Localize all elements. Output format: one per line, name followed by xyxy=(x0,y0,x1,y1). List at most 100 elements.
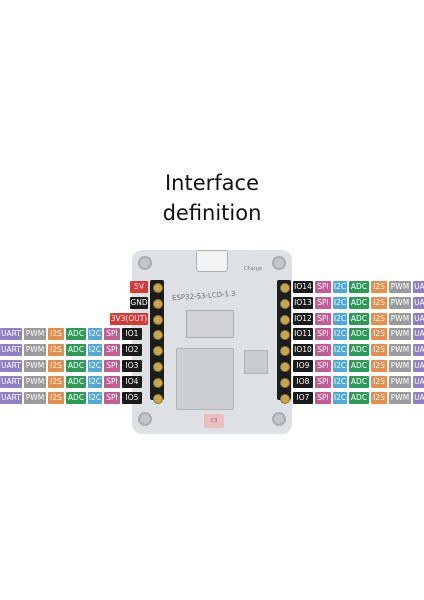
func-tag-spi: SPI xyxy=(315,312,331,325)
func-tag-i2c: I2C xyxy=(333,375,347,388)
func-tag-uart: UART xyxy=(413,312,424,325)
func-tag-uart: UART xyxy=(0,328,22,341)
left-pin-header xyxy=(150,280,164,404)
func-tag-pwm: PWM xyxy=(389,375,411,388)
func-tag-i2c: I2C xyxy=(333,312,347,325)
func-tag-adc: ADC xyxy=(66,344,86,357)
right-pin-row: IO11SPII2CADCI2SPWMUART xyxy=(293,328,424,341)
right-pin-row: IO10SPII2CADCI2SPWMUART xyxy=(293,344,424,357)
func-tag-spi: SPI xyxy=(315,328,331,341)
right-pin-row: IO7SPII2CADCI2SPWMUART xyxy=(293,391,424,404)
func-tag-spi: SPI xyxy=(315,344,331,357)
func-tag-spi: SPI xyxy=(104,375,120,388)
func-tag-adc: ADC xyxy=(349,328,369,341)
right-pin-row: IO14SPII2CADCI2SPWMUART xyxy=(293,281,424,293)
func-tag-i2c: I2C xyxy=(88,391,102,404)
func-tag-uart: UART xyxy=(0,344,22,357)
func-tag-i2s: I2S xyxy=(371,344,387,357)
pin-name-label: IO5 xyxy=(122,391,142,404)
func-tag-i2s: I2S xyxy=(48,360,64,372)
power-pin-label: 5V xyxy=(130,281,148,293)
usb-port-icon xyxy=(196,250,228,272)
func-tag-i2c: I2C xyxy=(333,281,347,293)
pin-name-label: IO2 xyxy=(122,344,142,357)
power-pin-row: GND xyxy=(130,296,148,309)
func-tag-spi: SPI xyxy=(104,391,120,404)
func-tag-spi: SPI xyxy=(104,328,120,341)
func-tag-pwm: PWM xyxy=(389,296,411,309)
header-pin-icon xyxy=(153,283,163,293)
func-tag-uart: UART xyxy=(413,360,424,372)
func-tag-spi: SPI xyxy=(315,296,331,309)
header-pin-icon xyxy=(280,298,290,309)
func-tag-pwm: PWM xyxy=(389,391,411,404)
power-pin-label: 3V3(OUT) xyxy=(110,312,148,325)
header-pin-icon xyxy=(153,298,163,309)
header-pin-icon xyxy=(280,314,290,325)
func-tag-adc: ADC xyxy=(66,328,86,341)
mount-hole-icon xyxy=(272,412,286,426)
func-tag-pwm: PWM xyxy=(389,360,411,372)
func-tag-pwm: PWM xyxy=(389,312,411,325)
func-tag-spi: SPI xyxy=(315,281,331,293)
cap-label: C3 xyxy=(210,418,218,424)
func-tag-uart: UART xyxy=(0,360,22,372)
pin-name-label: IO12 xyxy=(293,312,313,325)
title-line-2: definition xyxy=(162,201,262,225)
board-model-label: ESP32-S3-LCD-1.3 xyxy=(171,289,236,303)
component-c3: C3 xyxy=(204,414,224,428)
header-pin-icon xyxy=(153,346,163,357)
func-tag-i2s: I2S xyxy=(48,328,64,341)
func-tag-adc: ADC xyxy=(349,344,369,357)
func-tag-pwm: PWM xyxy=(24,328,46,341)
chip-icon xyxy=(244,350,268,374)
func-tag-i2c: I2C xyxy=(88,328,102,341)
header-pin-icon xyxy=(280,346,290,357)
func-tag-i2s: I2S xyxy=(48,375,64,388)
func-tag-i2s: I2S xyxy=(371,391,387,404)
right-pin-row: IO12SPII2CADCI2SPWMUART xyxy=(293,312,424,325)
func-tag-pwm: PWM xyxy=(389,281,411,293)
func-tag-i2s: I2S xyxy=(371,360,387,372)
func-tag-uart: UART xyxy=(413,328,424,341)
power-pin-label: GND xyxy=(130,296,148,309)
func-tag-adc: ADC xyxy=(66,375,86,388)
func-tag-adc: ADC xyxy=(66,360,86,372)
func-tag-uart: UART xyxy=(413,375,424,388)
func-tag-i2c: I2C xyxy=(333,296,347,309)
pin-name-label: IO1 xyxy=(122,328,142,341)
func-tag-spi: SPI xyxy=(315,375,331,388)
header-pin-icon xyxy=(280,283,290,293)
func-tag-adc: ADC xyxy=(349,312,369,325)
header-pin-icon xyxy=(280,330,290,341)
func-tag-i2s: I2S xyxy=(48,344,64,357)
title-line-1: Interface xyxy=(164,171,260,195)
func-tag-i2c: I2C xyxy=(333,344,347,357)
power-pin-row: 5V xyxy=(130,281,148,293)
pin-name-label: IO3 xyxy=(122,360,142,372)
func-tag-i2c: I2C xyxy=(333,391,347,404)
mount-hole-icon xyxy=(272,256,286,270)
func-tag-adc: ADC xyxy=(349,391,369,404)
charge-label: Charge xyxy=(244,266,262,272)
pin-name-label: IO4 xyxy=(122,375,142,388)
func-tag-uart: UART xyxy=(413,281,424,293)
func-tag-spi: SPI xyxy=(315,391,331,404)
sd-slot-icon xyxy=(186,310,234,338)
right-pin-row: IO13SPII2CADCI2SPWMUART xyxy=(293,296,424,309)
func-tag-i2s: I2S xyxy=(48,391,64,404)
func-tag-uart: UART xyxy=(413,391,424,404)
func-tag-pwm: PWM xyxy=(24,344,46,357)
pin-name-label: IO9 xyxy=(293,360,313,372)
func-tag-uart: UART xyxy=(0,375,22,388)
header-pin-icon xyxy=(280,377,290,388)
pin-name-label: IO7 xyxy=(293,391,313,404)
func-tag-adc: ADC xyxy=(349,296,369,309)
func-tag-spi: SPI xyxy=(104,360,120,372)
pin-name-label: IO11 xyxy=(293,328,313,341)
header-pin-icon xyxy=(153,377,163,388)
func-tag-i2c: I2C xyxy=(333,328,347,341)
